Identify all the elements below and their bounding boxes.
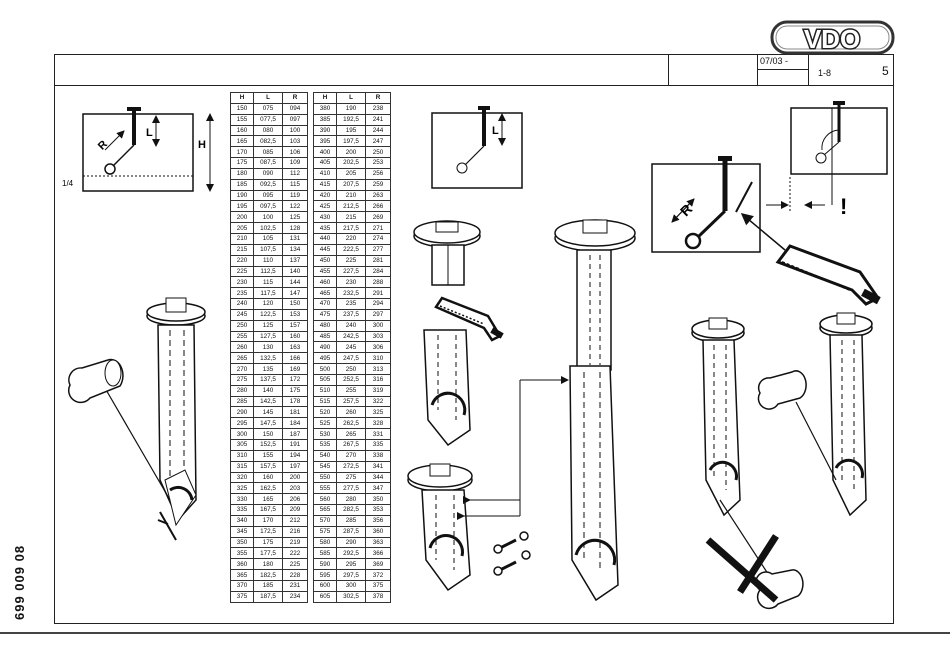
sender-unit-tall <box>554 219 636 602</box>
table-cell: 109 <box>282 157 308 169</box>
warning-mark: ! <box>840 194 847 219</box>
label-fraction: 1/4 <box>62 179 74 188</box>
table-cell: 244 <box>365 124 391 137</box>
saw-large <box>775 244 881 306</box>
table-cell: 119 <box>282 189 308 202</box>
sender-unit-right-a <box>691 317 804 610</box>
label-l: L <box>492 125 499 137</box>
header-row <box>54 54 894 86</box>
table-cell: 263 <box>365 189 391 202</box>
bottom-rule <box>0 632 950 634</box>
table-cell: 134 <box>282 243 308 256</box>
header-divider <box>668 54 669 86</box>
sender-head-bottom <box>407 463 520 592</box>
sender-unit-left <box>67 297 206 541</box>
header-divider <box>808 54 809 86</box>
table-cell: 103 <box>282 135 308 148</box>
header-date: 07/03 - <box>760 56 789 66</box>
table-cell: 106 <box>282 146 308 159</box>
table-cell: 269 <box>365 211 391 224</box>
table-cell: 125 <box>282 211 308 224</box>
label-h: H <box>198 139 206 151</box>
tank-diagram-measure <box>82 107 214 192</box>
table-cell: 378 <box>365 590 391 603</box>
document-sheet <box>54 54 894 624</box>
saw-small <box>434 296 504 342</box>
table-cell: 122 <box>282 200 308 213</box>
table-cell: 247 <box>365 135 391 148</box>
table-cell: 266 <box>365 200 391 213</box>
vdo-logo: VDO <box>770 20 895 55</box>
header-page-number: 5 <box>882 64 889 78</box>
header-divider <box>757 54 758 86</box>
table-cell: 131 <box>282 232 308 245</box>
screws <box>493 531 531 576</box>
table-cell: 250 <box>365 146 391 159</box>
table-cell: 274 <box>365 232 391 245</box>
table-cell: 259 <box>365 178 391 191</box>
sender-head-top <box>413 220 481 286</box>
logo-text: VDO <box>804 24 860 54</box>
label-l: L <box>146 127 153 139</box>
table-cell: 277 <box>365 243 391 256</box>
table-cell: 253 <box>365 157 391 169</box>
tank-diagram-radius <box>651 156 825 253</box>
table-cell: 128 <box>282 222 308 234</box>
table-cell: 112 <box>282 167 308 180</box>
sender-unit-right-b <box>757 312 873 517</box>
tank-diagram-right <box>790 101 888 205</box>
table-cell: 100 <box>282 124 308 137</box>
header-page-range: 1-8 <box>818 68 832 78</box>
label-r: R <box>96 138 110 152</box>
table-cell: 234 <box>282 590 308 603</box>
sender-lower-cut <box>423 329 471 447</box>
table-cell: 115 <box>282 178 308 191</box>
table-cell: 271 <box>365 222 391 234</box>
tank-diagram-middle <box>431 106 523 189</box>
connector-lines <box>519 376 569 516</box>
table-cell: 256 <box>365 167 391 180</box>
header-divider <box>757 69 808 70</box>
